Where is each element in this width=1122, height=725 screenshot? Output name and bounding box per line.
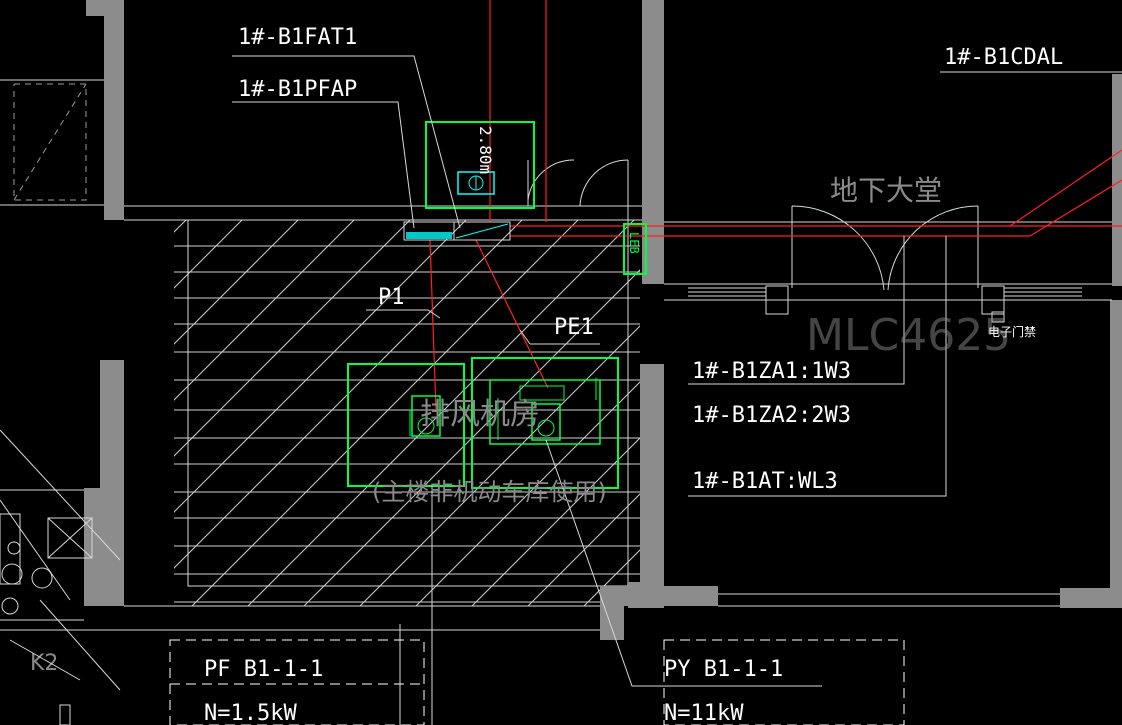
walls — [84, 0, 1122, 640]
pfap-label: 1#-B1PFAP — [238, 77, 357, 102]
red-cables — [429, 0, 1122, 411]
hatch-line — [527, 493, 640, 606]
za2-label: 1#-B1ZA2:2W3 — [692, 403, 851, 428]
small-tag-label: 电子门禁 — [988, 324, 1036, 339]
py-power-label: N=11kW — [664, 701, 744, 725]
pf-power-label: N=1.5kW — [204, 701, 297, 725]
hatch-line — [471, 437, 640, 606]
hatch-line — [174, 220, 411, 457]
leader-lines — [232, 55, 1122, 725]
left-stair — [0, 83, 121, 691]
door-swings — [527, 159, 979, 291]
leb-box[interactable]: LEB — [623, 223, 647, 275]
pf-id-label: PF B1-1-1 — [204, 657, 323, 682]
at-label: 1#-B1AT:WL3 — [692, 469, 838, 494]
room-hatch — [174, 220, 640, 606]
hatch-line — [174, 220, 467, 513]
py-id-label: PY B1-1-1 — [664, 657, 783, 682]
leb-label: LEB — [627, 232, 641, 254]
hatch-line — [174, 220, 243, 289]
height-label: 2.80m — [476, 126, 495, 174]
building-lines — [0, 79, 1112, 631]
k2-label: K2 — [30, 651, 58, 676]
fat-label: 1#-B1FAT1 — [238, 25, 357, 50]
hatch-line — [247, 220, 635, 606]
fat-panel[interactable] — [403, 221, 511, 241]
hatch-line — [303, 269, 640, 606]
pe1-label: PE1 — [554, 315, 594, 340]
dashed-boxes — [169, 639, 905, 725]
room-name-label: 排风机房 — [420, 397, 540, 432]
cdal-label: 1#-B1CDAL — [944, 45, 1063, 70]
za1-label: 1#-B1ZA1:1W3 — [692, 359, 851, 384]
p1-label: P1 — [378, 285, 405, 310]
fan-pf-box[interactable] — [347, 363, 465, 487]
hatch-line — [174, 220, 355, 401]
hatch-line — [191, 220, 579, 606]
hall-label: 地下大堂 — [830, 174, 942, 207]
left-equipment-cluster: K2 — [0, 513, 93, 725]
door-code-label: MLC4625 — [806, 310, 1011, 361]
hatch-line — [415, 381, 640, 606]
hatch-line — [174, 220, 523, 569]
upper-equipment-box[interactable]: 2.80m — [425, 121, 535, 209]
room-note-label: (主楼非机动车库使用) — [372, 478, 607, 506]
hatch-line — [174, 220, 299, 345]
